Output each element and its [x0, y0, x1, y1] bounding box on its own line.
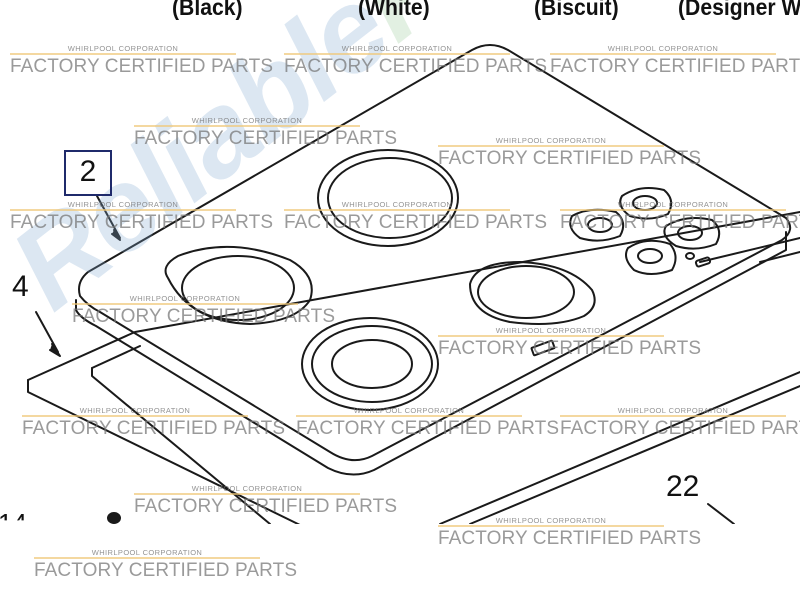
- trim-frame-right-edge-2: [469, 385, 800, 525]
- trim-frame-inner-left: [91, 367, 271, 525]
- burner-right-small: [469, 261, 596, 325]
- cooktop-glass-top: [78, 44, 792, 462]
- burner-left: [164, 245, 313, 325]
- screw-hardware: [107, 512, 121, 524]
- burner-front-large: [301, 317, 439, 411]
- trim-frame-front: [27, 379, 301, 526]
- trim-frame-inner: [91, 345, 141, 369]
- control-badge: [530, 339, 556, 357]
- control-knob-1: [619, 187, 673, 220]
- header-designer: (Designer W: [678, 0, 800, 20]
- control-knob-2: [569, 208, 625, 242]
- header-white: (White): [358, 0, 430, 20]
- control-knob-4: [625, 239, 677, 275]
- control-knob-3: [663, 217, 721, 250]
- trim-frame-back: [699, 237, 800, 263]
- indicator-light-2: [694, 256, 712, 268]
- leader-arrow-part-2: [111, 229, 121, 241]
- trim-frame-right-edge: [439, 371, 800, 525]
- callout-part-22[interactable]: 22: [666, 470, 700, 503]
- callout-part-4[interactable]: 4: [12, 270, 29, 303]
- header-biscuit: (Biscuit): [534, 0, 619, 20]
- leader-arrow-part-4: [49, 343, 61, 357]
- burner-back-large: [317, 149, 459, 247]
- indicator-light-1: [685, 252, 695, 260]
- header-black: (Black): [172, 0, 243, 20]
- cropped-area: [0, 524, 800, 600]
- callout-part-2[interactable]: 2: [64, 150, 112, 196]
- leader-line-part-2: [96, 195, 121, 239]
- cooktop-glass-edge: [75, 231, 787, 476]
- callout-part-14-partial: 14: [0, 508, 27, 538]
- leader-line-part-22: [707, 503, 735, 525]
- trim-frame-outer: [27, 211, 800, 381]
- leader-line-part-4: [35, 311, 59, 353]
